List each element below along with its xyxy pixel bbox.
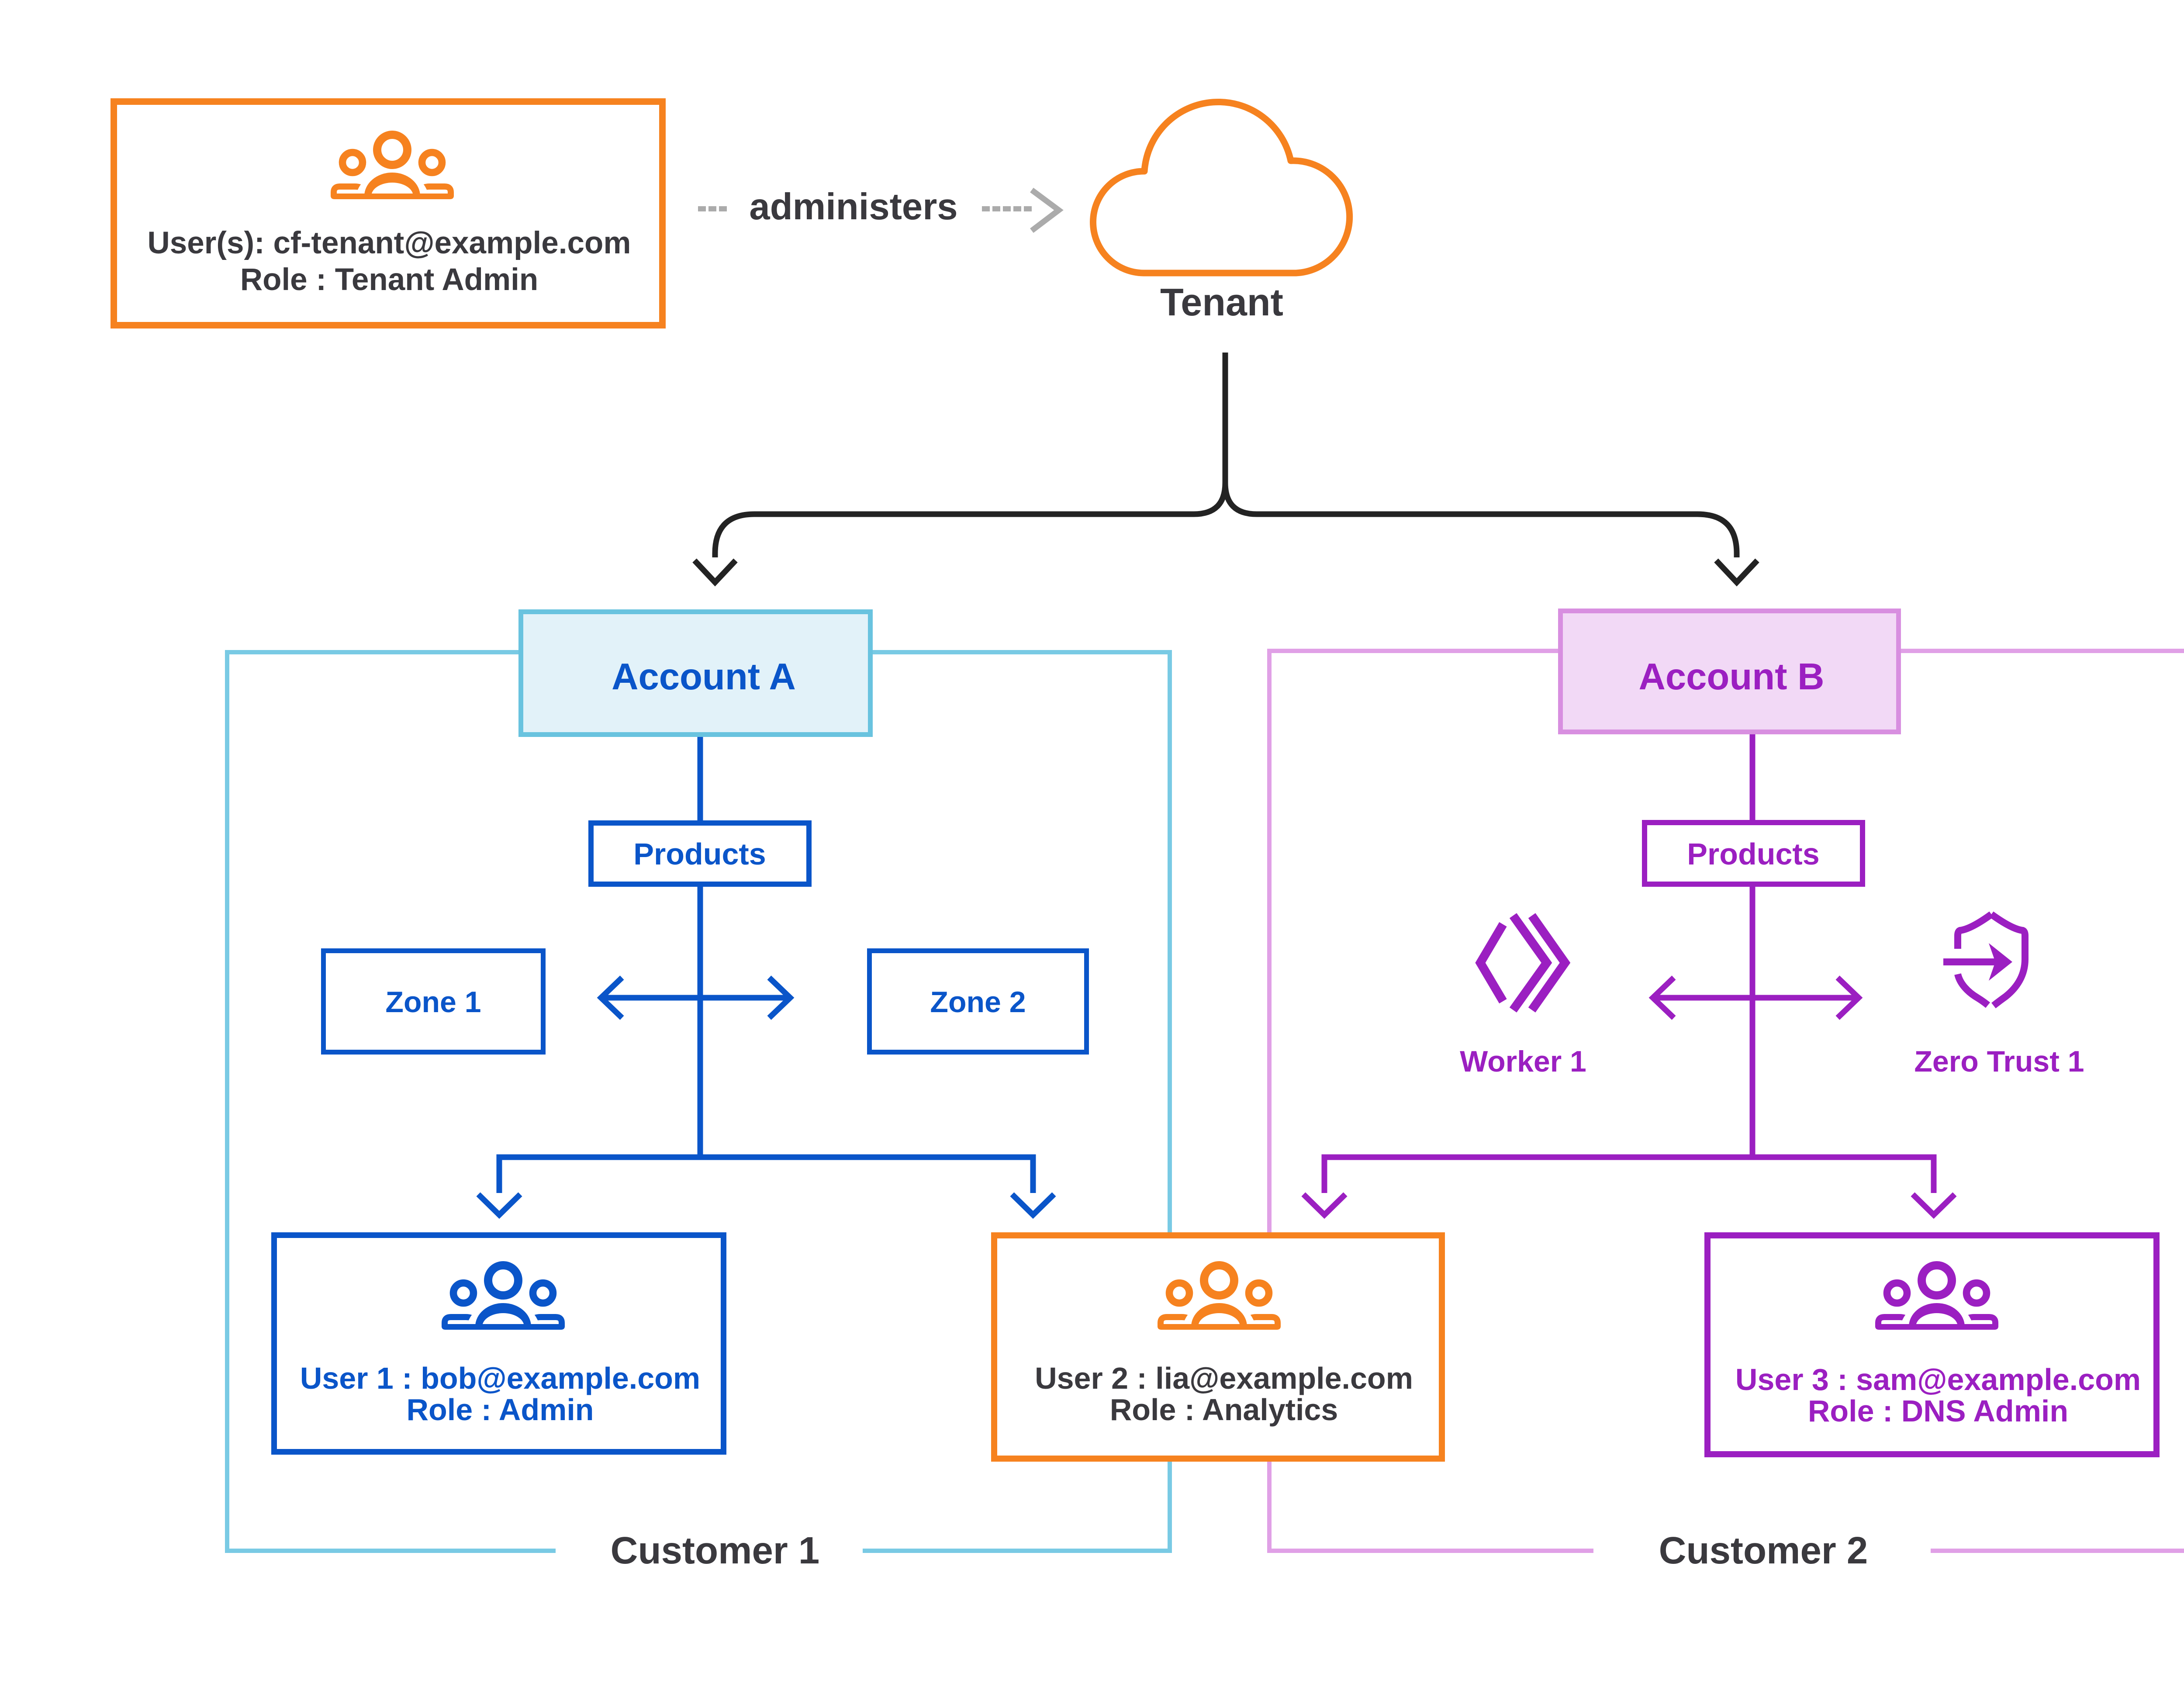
svg-text:Products: Products — [633, 837, 766, 871]
svg-text:Customer 1: Customer 1 — [611, 1529, 820, 1572]
svg-text:Role : Admin: Role : Admin — [406, 1393, 594, 1427]
svg-text:Worker 1: Worker 1 — [1460, 1045, 1586, 1078]
svg-text:User 3 : sam@example.com: User 3 : sam@example.com — [1735, 1362, 2141, 1397]
svg-text:User 2 : lia@example.com: User 2 : lia@example.com — [1035, 1361, 1413, 1395]
svg-text:Tenant: Tenant — [1160, 280, 1283, 324]
svg-text:Role : Tenant Admin: Role : Tenant Admin — [240, 263, 538, 297]
svg-text:Role : DNS Admin: Role : DNS Admin — [1808, 1394, 2068, 1428]
svg-text:User(s): cf-tenant@example.com: User(s): cf-tenant@example.com — [148, 226, 631, 260]
svg-text:Account A: Account A — [612, 656, 796, 698]
svg-text:Products: Products — [1687, 837, 1819, 871]
svg-text:User 1 : bob@example.com: User 1 : bob@example.com — [300, 1361, 700, 1395]
svg-text:administers: administers — [749, 186, 957, 228]
svg-text:Zone 1: Zone 1 — [385, 986, 481, 1019]
svg-text:Customer 2: Customer 2 — [1659, 1529, 1868, 1572]
svg-text:Account B: Account B — [1639, 656, 1825, 698]
svg-text:Role : Analytics: Role : Analytics — [1110, 1393, 1338, 1427]
svg-text:Zone 2: Zone 2 — [930, 986, 1026, 1019]
svg-text:Zero Trust 1: Zero Trust 1 — [1914, 1045, 2084, 1078]
